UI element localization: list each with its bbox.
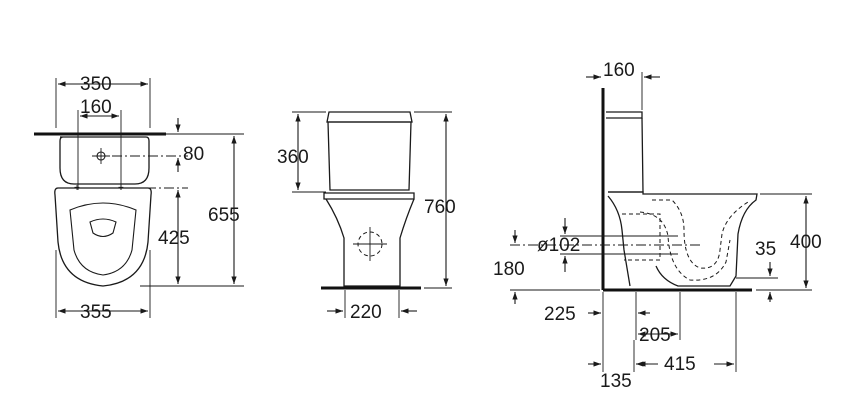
dim-fixing-offset: 80 — [183, 144, 204, 165]
dim-wall-gap: 135 — [600, 371, 632, 392]
top-view-bowl — [54, 187, 152, 287]
front-pedestal — [325, 198, 415, 287]
front-view: 360 760 220 — [277, 111, 456, 323]
front-cistern — [327, 121, 412, 191]
dim-outlet-height: 35 — [755, 239, 776, 260]
side-cistern — [608, 117, 644, 193]
dim-wall-offset: 225 — [544, 304, 576, 325]
dim-top-width: 350 — [80, 74, 112, 95]
dim-cistern-height: 360 — [277, 147, 309, 168]
top-view: + + 350 160 80 655 425 355 — [34, 74, 244, 323]
side-bowl-back — [607, 195, 631, 287]
side-outlet-pipe — [622, 213, 661, 261]
dim-base-width: 220 — [350, 302, 382, 323]
top-view-bowl-inner — [69, 202, 137, 276]
dim-trap-offset: 205 — [639, 325, 671, 346]
dim-fixing-to-back: 425 — [158, 228, 190, 249]
side-trap-outer — [639, 211, 731, 281]
dim-inlet-height: 180 — [493, 259, 525, 280]
dim-total-depth: 655 — [208, 205, 240, 226]
svg-text:+: + — [74, 183, 80, 194]
dim-cistern-depth: 160 — [603, 60, 635, 81]
side-trap-inner — [652, 199, 749, 269]
dim-fixing-spacing: 160 — [80, 97, 112, 118]
dim-seat-height: 400 — [790, 232, 822, 253]
top-view-water-area — [89, 218, 117, 238]
dim-total-height: 760 — [424, 197, 456, 218]
top-view-cistern — [59, 136, 150, 185]
dim-projection: 415 — [664, 354, 696, 375]
dim-bottom-width: 355 — [80, 302, 112, 323]
side-view: 160 ø102 180 400 35 225 205 — [493, 60, 822, 392]
side-cistern-lid — [606, 111, 643, 119]
front-cistern-lid — [326, 111, 413, 123]
front-bowl-rim — [323, 192, 415, 200]
side-bowl — [608, 191, 758, 287]
dim-inlet-diameter: ø102 — [537, 235, 580, 256]
